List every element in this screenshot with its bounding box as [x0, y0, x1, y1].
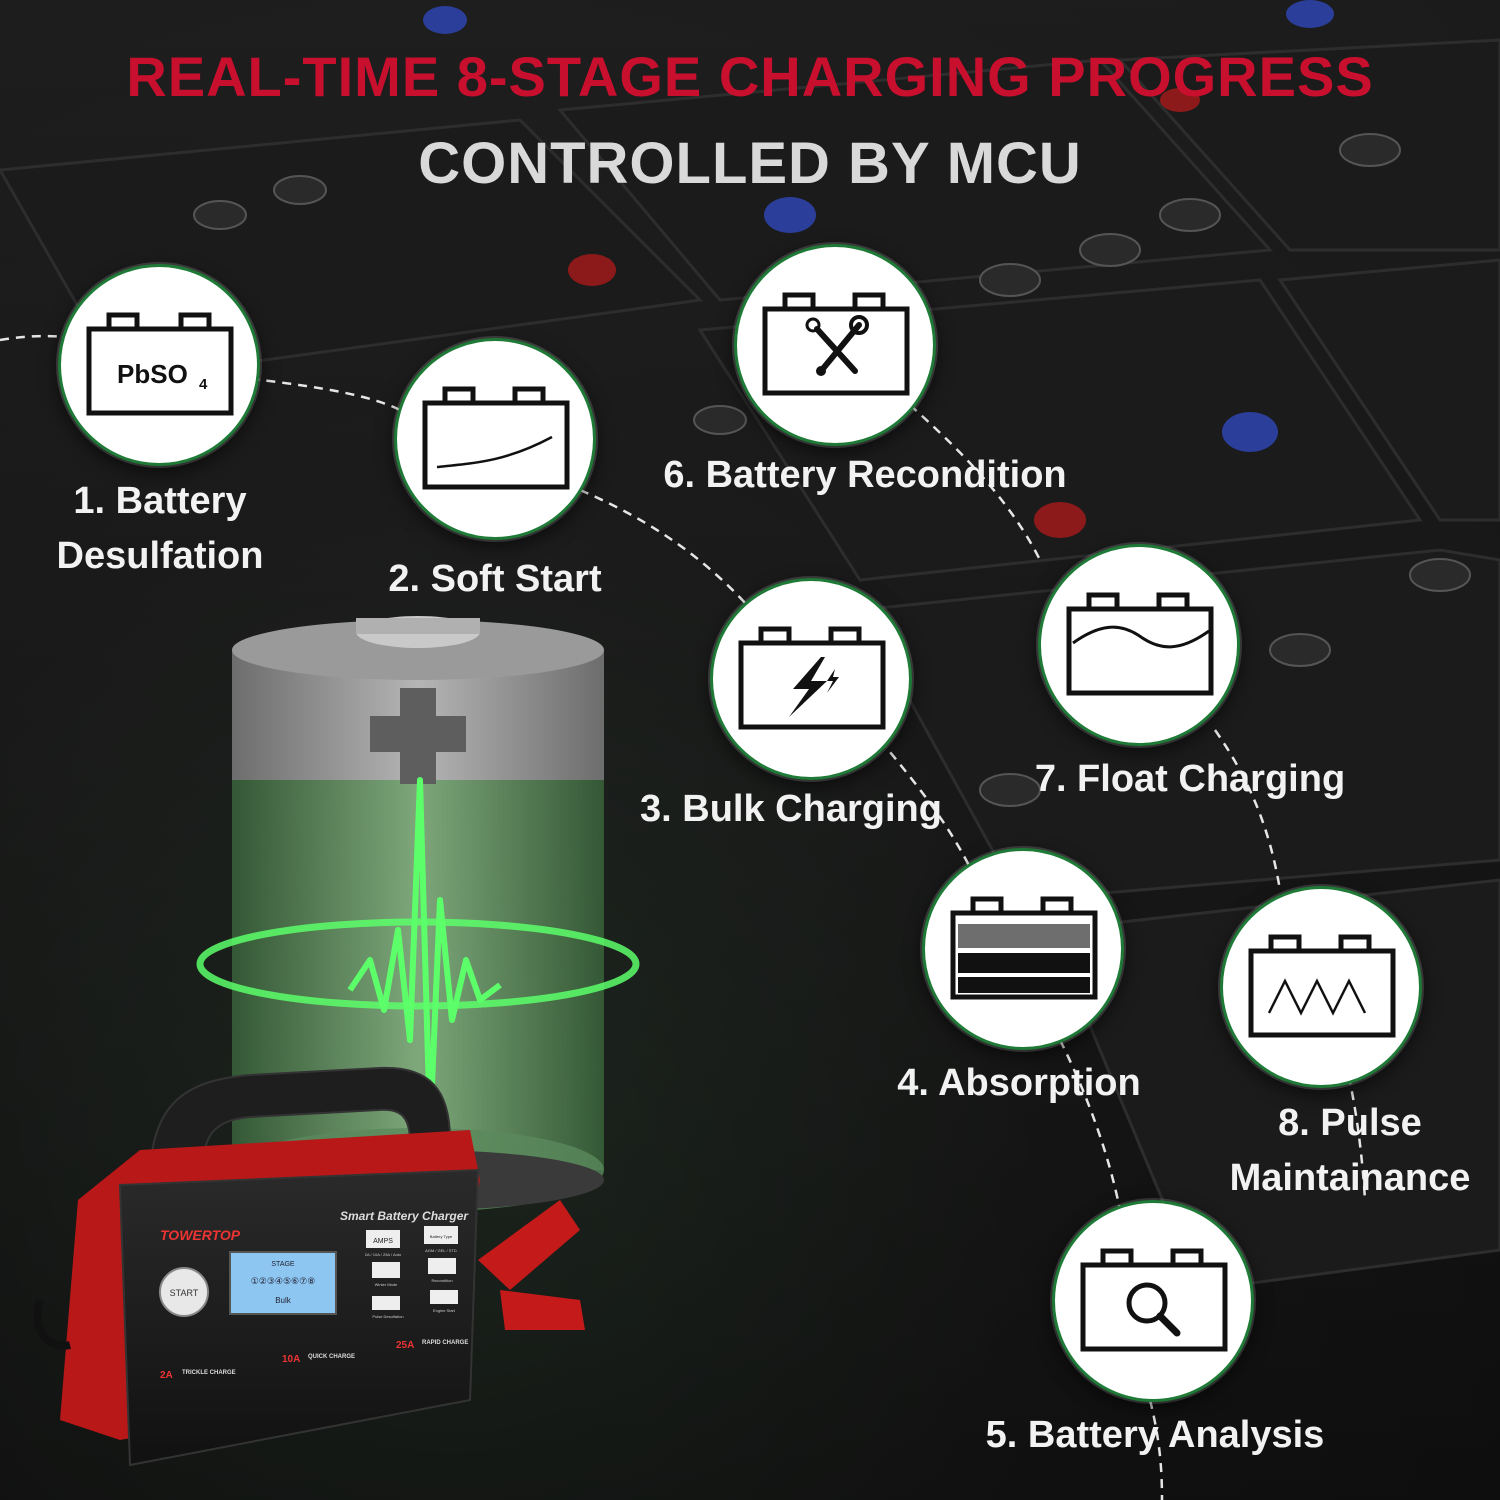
- battery-type-button[interactable]: [424, 1226, 458, 1244]
- charger-brand: TOWERTOP: [160, 1227, 241, 1243]
- battery-pbso4-icon: PbSO 4: [86, 312, 234, 416]
- recondition-button[interactable]: [428, 1258, 456, 1274]
- battery-absorption-icon: [950, 896, 1098, 1000]
- battery-pulse-icon: [1248, 934, 1396, 1038]
- mode-25a-text: RAPID CHARGE: [422, 1340, 468, 1346]
- stage-8-label-line2: Maintainance: [1229, 1157, 1471, 1200]
- stage-8-circle: [1220, 886, 1422, 1088]
- pulse-desulfation-label: Pulse Desulfation: [372, 1314, 403, 1319]
- stage-2-label: 2. Soft Start: [388, 558, 602, 600]
- stage-1-circle: PbSO 4: [58, 264, 260, 466]
- stage-3-label: 3. Bulk Charging: [640, 788, 942, 830]
- battery-magnifier-icon: [1080, 1248, 1228, 1352]
- glow-ring: [196, 918, 640, 1010]
- stage-5-label: 5. Battery Analysis: [985, 1414, 1325, 1456]
- stage-6-circle: [734, 244, 936, 446]
- start-button-label: START: [170, 1288, 199, 1298]
- stage-1-label: 1. Battery Desulfation: [40, 474, 280, 584]
- engine-start-label: Engine Start: [433, 1308, 456, 1313]
- stage-1-label-line2: Desulfation: [56, 535, 264, 578]
- mode-25a: 25A: [396, 1340, 414, 1351]
- mode-2a: 2A: [160, 1370, 173, 1381]
- stage-1-label-line1: 1. Battery: [73, 480, 247, 522]
- lcd-stage-digits: ①②③④⑤⑥⑦⑧: [251, 1276, 316, 1286]
- engine-start-button[interactable]: [430, 1290, 458, 1304]
- battery-type-button-sub: AGM / GEL / STD: [425, 1248, 457, 1253]
- lcd-stage-label: STAGE: [271, 1261, 295, 1268]
- smart-battery-charger: TOWERTOP Smart Battery Charger START STA…: [33, 1066, 585, 1467]
- lcd-display: [229, 1251, 337, 1315]
- stage-3-circle: [710, 578, 912, 780]
- mode-10a-text: QUICK CHARGE: [308, 1354, 355, 1360]
- battery-lightning-icon: [738, 626, 886, 730]
- battery-type-button-label: Battery Type: [430, 1234, 453, 1239]
- stage-7-circle: [1038, 544, 1240, 746]
- amps-button-label: AMPS: [373, 1238, 393, 1245]
- charger-model: Smart Battery Charger: [340, 1209, 469, 1223]
- stage-6-label: 6. Battery Recondition: [663, 454, 1067, 496]
- pbso4-text: PbSO: [117, 359, 188, 389]
- lcd-mode: Bulk: [275, 1296, 292, 1305]
- stage-4-label: 4. Absorption: [897, 1062, 1141, 1104]
- mode-2a-text: TRICKLE CHARGE: [182, 1370, 236, 1376]
- battery-tools-icon: [762, 292, 910, 396]
- page-subtitle: CONTROLLED BY MCU: [418, 131, 1082, 196]
- page-title: REAL-TIME 8-STAGE CHARGING PROGRESS: [126, 45, 1374, 108]
- battery-wave-icon: [1066, 592, 1214, 696]
- mode-10a: 10A: [282, 1354, 300, 1365]
- winter-mode-label: Winter Mode: [375, 1282, 398, 1287]
- red-clamp: [478, 1200, 580, 1290]
- recondition-label: Recondition: [431, 1278, 452, 1283]
- stage-4-circle: [922, 848, 1124, 1050]
- winter-mode-button[interactable]: [372, 1262, 400, 1278]
- pulse-wave-icon: [347, 777, 502, 1133]
- amps-button[interactable]: [366, 1230, 400, 1248]
- pbso4-subscript: 4: [199, 376, 208, 393]
- pulse-desulfation-button[interactable]: [372, 1296, 400, 1310]
- stage-7-label: 7. Float Charging: [1034, 758, 1346, 800]
- stage-2-circle: [394, 338, 596, 540]
- battery-soft-start-icon: [422, 386, 570, 490]
- amps-button-sub: 2A / 10A / 25A / Auto: [365, 1252, 402, 1257]
- stage-5-circle: [1052, 1200, 1254, 1402]
- plus-icon: [370, 688, 466, 784]
- stage-8-label-line1: 8. Pulse: [1278, 1102, 1422, 1144]
- start-button[interactable]: [159, 1267, 209, 1317]
- stage-8-label: 8. Pulse Maintainance: [1200, 1096, 1500, 1206]
